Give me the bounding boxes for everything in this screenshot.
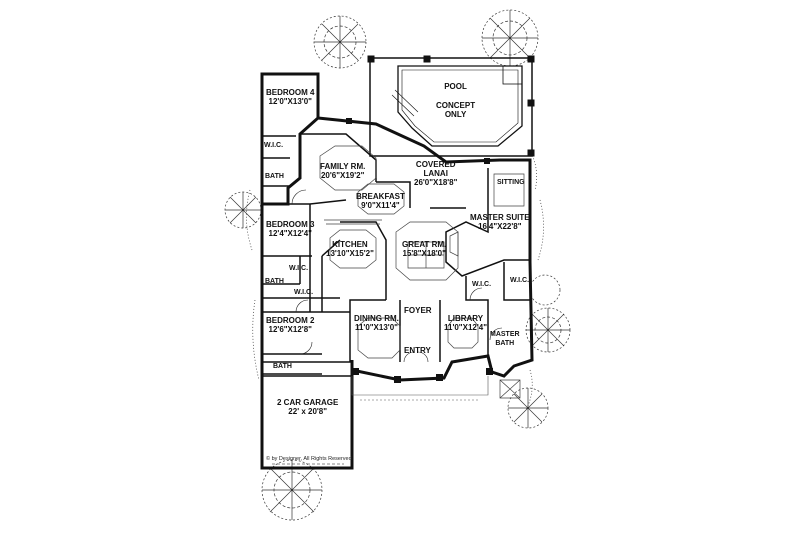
covered-lanai-dims: 26'0"X18'8"	[414, 178, 458, 187]
master-bath-name-2: BATH	[495, 340, 515, 347]
bedroom2-name: BEDROOM 2	[266, 316, 315, 325]
shrub-left	[224, 191, 262, 229]
bath-bedroom4: BATH	[265, 173, 284, 180]
dining-room-label: DINING RM. 11'0"X13'0"	[354, 314, 399, 332]
copyright-notice: © by Designer, All Rights Reserved	[266, 456, 352, 462]
breakfast-dims: 9'0"X11'4"	[361, 201, 400, 210]
breakfast-name: BREAKFAST	[356, 192, 405, 201]
bedroom4-label: BEDROOM 4 12'0"X13'0"	[266, 88, 314, 106]
family-room-name: FAMILY RM.	[320, 162, 366, 171]
kitchen-label: KITCHEN 13'10"X15'2"	[326, 240, 374, 258]
master-suite-dims: 16'4"X22'8"	[478, 222, 522, 231]
kitchen-name: KITCHEN	[332, 240, 368, 249]
master-bath-label: MASTER BATH	[490, 330, 520, 348]
wic-master-1: W.I.C.	[472, 281, 492, 288]
shrub-bottom-left	[261, 459, 323, 521]
dining-room-dims: 11'0"X13'0"	[354, 323, 398, 332]
covered-lanai-name-2: LANAI	[423, 169, 448, 178]
garage-dims: 22' x 20'8"	[288, 407, 328, 416]
bedroom2-dims: 12'6"X12'8"	[268, 325, 312, 334]
great-room-dims: 15'8"X18'0"	[402, 249, 446, 258]
pool-area	[367, 55, 535, 157]
family-room-dims: 20'6"X19'2"	[320, 171, 365, 180]
pool-name: POOL	[444, 82, 467, 91]
breakfast-label: BREAKFAST 9'0"X11'4"	[356, 192, 405, 210]
wic-bedroom4: W.I.C.	[264, 142, 284, 149]
bedroom3-label: BEDROOM 3 12'4"X12'4"	[266, 220, 314, 238]
shrub-right-mid	[525, 307, 571, 353]
covered-lanai-label: COVERED LANAI 26'0"X18'8"	[414, 160, 457, 187]
ceiling-details	[319, 145, 525, 399]
entry-label: ENTRY	[404, 346, 431, 355]
master-suite-label: MASTER SUITE 16'4"X22'8"	[470, 213, 530, 231]
garage-name: 2 CAR GARAGE	[277, 398, 339, 407]
garage-outline	[261, 375, 353, 469]
shrub-top-left	[313, 15, 367, 69]
bedroom2-label: BEDROOM 2 12'6"X12'8"	[266, 316, 314, 334]
walkway	[351, 376, 489, 401]
bath-hall: BATH	[265, 278, 284, 285]
landscaping	[224, 9, 571, 521]
bedroom3-name: BEDROOM 3	[266, 220, 315, 229]
bath-garage: BATH	[273, 363, 292, 370]
kitchen-dims: 13'10"X15'2"	[326, 249, 374, 258]
library-name: LIBRARY	[447, 314, 484, 323]
wic-master-2: W.I.C.	[510, 277, 530, 284]
bedroom3-dims: 12'4"X12'4"	[268, 229, 312, 238]
master-bath-name-1: MASTER	[490, 331, 520, 338]
family-room-label: FAMILY RM. 20'6"X19'2"	[320, 162, 365, 180]
wic-hall: W.I.C.	[294, 289, 314, 296]
dining-room-name: DINING RM.	[354, 314, 399, 323]
great-room-name: GREAT RM.	[402, 240, 447, 249]
covered-lanai-name-1: COVERED	[415, 160, 456, 169]
bedroom4-dims: 12'0"X13'0"	[268, 97, 312, 106]
pool-note-2: ONLY	[444, 110, 467, 119]
garage-label: 2 CAR GARAGE 22' x 20'8"	[277, 398, 338, 416]
interior-walls	[262, 133, 530, 375]
bedroom4-name: BEDROOM 4	[266, 88, 315, 97]
sitting-label: SITTING	[497, 179, 525, 186]
wic-bedroom3: W.I.C.	[289, 265, 309, 272]
pool-label: POOL CONCEPT ONLY	[436, 82, 475, 119]
door-swings	[291, 189, 503, 363]
shrub-bottom-right	[507, 274, 561, 429]
foyer-label: FOYER	[404, 306, 432, 315]
library-dims: 11'0"X12'4"	[444, 323, 487, 332]
shrub-top-right	[481, 9, 539, 67]
library-label: LIBRARY 11'0"X12'4"	[444, 314, 487, 332]
master-suite-name: MASTER SUITE	[470, 213, 530, 222]
great-room-label: GREAT RM. 15'8"X18'0"	[402, 240, 446, 258]
pool-note-1: CONCEPT	[436, 101, 476, 110]
entry-columns	[346, 118, 493, 383]
